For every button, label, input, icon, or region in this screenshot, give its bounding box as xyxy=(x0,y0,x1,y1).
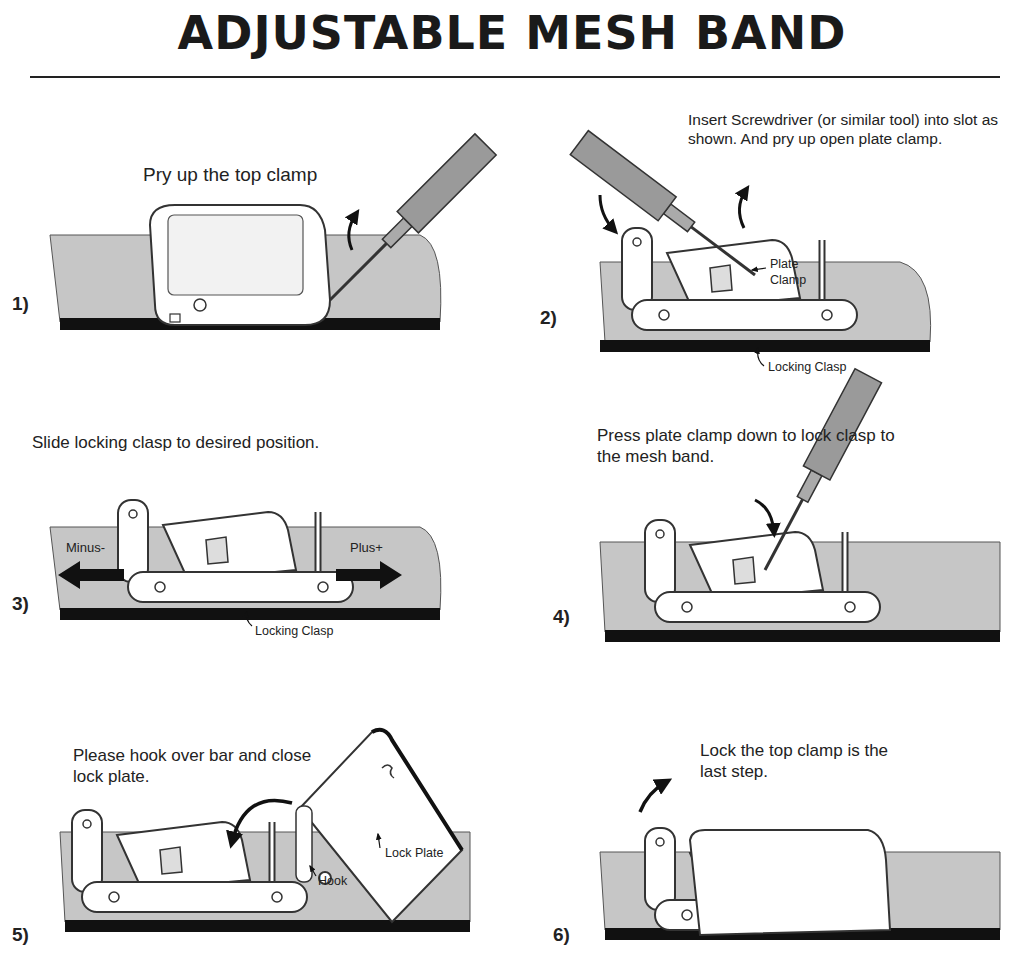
direction-label: Minus- xyxy=(66,540,146,556)
part-label: Hook xyxy=(318,874,368,890)
step-number: 5) xyxy=(12,923,52,947)
step-number: 1) xyxy=(12,292,52,316)
title: ADJUSTABLE MESH BAND xyxy=(0,6,1024,60)
instruction-text: Lock the top clamp is the last step. xyxy=(700,740,900,783)
step-number: 6) xyxy=(553,923,593,947)
part-label: Locking Clasp xyxy=(768,360,888,376)
part-label: Lock Plate xyxy=(385,846,475,862)
part-label: Locking Clasp xyxy=(255,624,375,640)
part-label: Plate Clamp xyxy=(770,257,830,288)
direction-label: Plus+ xyxy=(350,540,430,556)
step-number: 4) xyxy=(553,605,593,629)
instruction-text: Pry up the top clamp xyxy=(143,163,403,187)
step-number: 2) xyxy=(540,306,580,330)
instruction-text: Insert Screwdriver (or similar tool) int… xyxy=(688,110,1018,149)
instruction-text: Slide locking clasp to desired position. xyxy=(32,432,432,453)
instruction-text: Press plate clamp down to lock clasp to … xyxy=(597,425,917,468)
instruction-text: Please hook over bar and close lock plat… xyxy=(73,745,318,788)
step-number: 3) xyxy=(12,592,52,616)
